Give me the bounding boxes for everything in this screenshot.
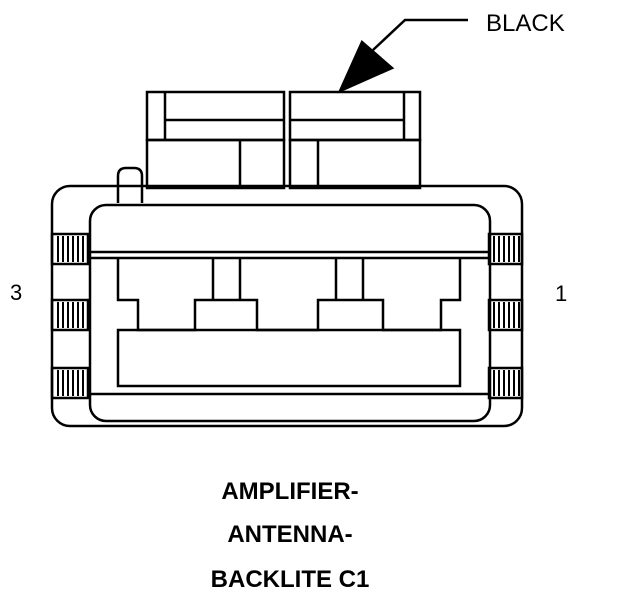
- pin-number-right: 1: [555, 281, 568, 306]
- connector-title-line-2: ANTENNA-: [227, 521, 353, 548]
- connector-title-line-1: AMPLIFIER-: [221, 478, 359, 505]
- side-latches-right: [487, 232, 524, 400]
- pin-number-left: 3: [10, 280, 23, 305]
- connector-title-line-3: BACKLITE C1: [210, 566, 370, 593]
- side-latches-left: [50, 232, 90, 400]
- callout-leader-line: [372, 18, 468, 51]
- terminal-bar: [116, 328, 462, 388]
- connector-color-label: BLACK: [486, 10, 565, 37]
- connector-housing-inner: [88, 203, 492, 423]
- callout-arrowhead: [337, 39, 395, 94]
- terminal-cavity-profile: [116, 258, 462, 332]
- key-tab: [116, 166, 144, 203]
- latch-right: [288, 90, 422, 190]
- connector-housing-outer: [50, 184, 524, 428]
- latch-left: [145, 90, 286, 190]
